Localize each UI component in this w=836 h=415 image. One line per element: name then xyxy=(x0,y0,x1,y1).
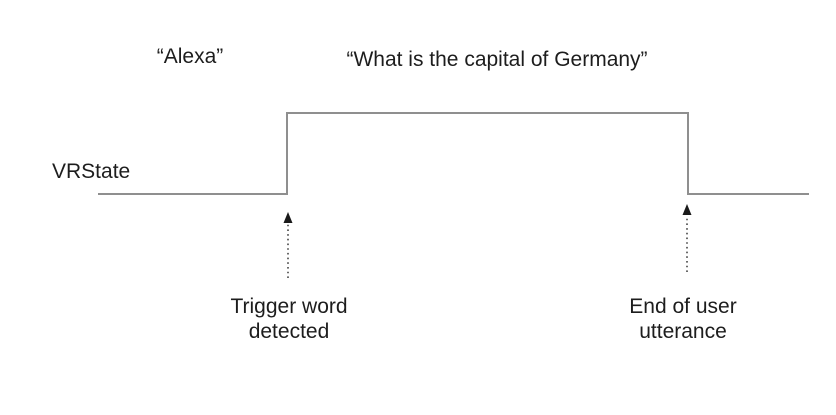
rising-edge-arrow xyxy=(283,212,293,278)
annotation-line: End of user xyxy=(629,295,737,318)
signal-label: VRState xyxy=(52,160,131,183)
falling-edge-annotation: End of user utterance xyxy=(629,294,736,344)
annotation-line: detected xyxy=(248,320,330,343)
annotation-line: Trigger word xyxy=(230,295,348,318)
rising-edge-annotation: Trigger word detected xyxy=(230,294,347,344)
trigger-word-quote: “Alexa” xyxy=(156,45,224,68)
falling-edge-arrowhead-icon xyxy=(682,204,692,215)
utterance-quote: “What is the capital of Germany” xyxy=(346,48,648,71)
annotation-line: utterance xyxy=(639,320,727,343)
falling-edge-arrow xyxy=(682,204,692,272)
rising-edge-arrowhead-icon xyxy=(283,212,293,223)
vrstate-signal-trace xyxy=(98,112,809,195)
